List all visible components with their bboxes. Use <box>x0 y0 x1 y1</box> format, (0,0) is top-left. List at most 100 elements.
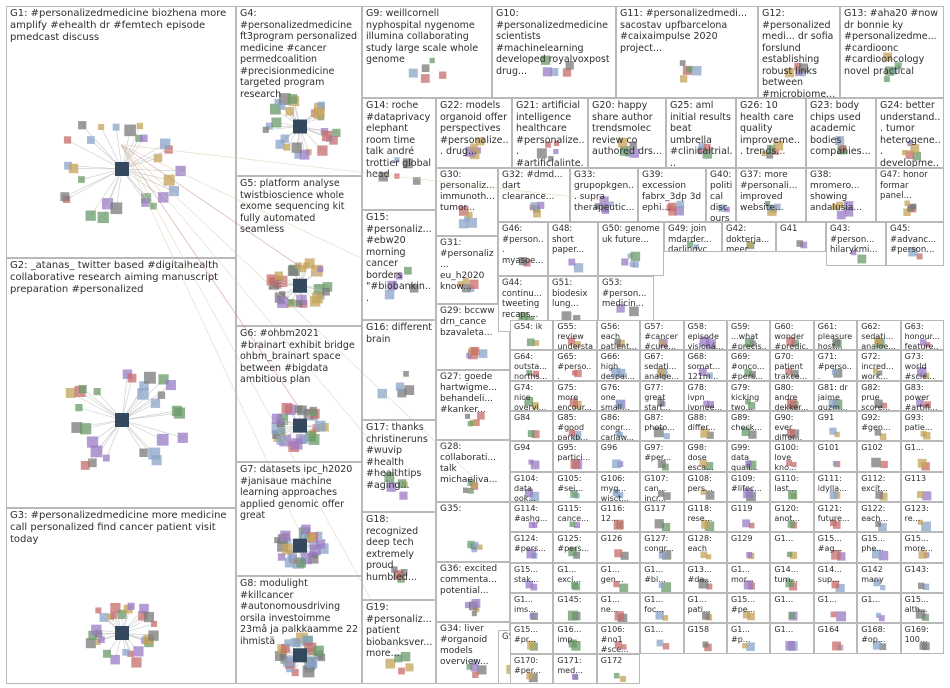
user-node <box>310 409 318 417</box>
group-label: G95: partici... <box>557 443 591 463</box>
group-cell-g168: G168: #op... <box>857 623 901 654</box>
user-node <box>743 579 753 590</box>
node-cluster <box>568 547 581 560</box>
group-label: G143: <box>904 564 929 574</box>
user-node <box>766 151 774 159</box>
group-label: G13: #aha20 #now dr bonnie ky #personali… <box>844 8 938 77</box>
group-label: G75: more encour... <box>557 382 592 411</box>
group-label: G9: weillcornell nyphospital nygenome il… <box>366 8 479 65</box>
user-node <box>141 198 150 207</box>
group-label: G98: dose esca... <box>687 443 714 472</box>
user-node <box>529 613 536 619</box>
group-cell-g5: G5: platform analyse twistbioscience who… <box>236 176 362 326</box>
user-node <box>744 369 752 377</box>
node-edge <box>67 139 123 170</box>
user-node <box>471 611 477 617</box>
user-node <box>97 211 109 224</box>
user-node <box>785 68 795 78</box>
group-label: G17: thanks christineruns #wuvip #health… <box>366 422 428 491</box>
user-node <box>526 549 536 559</box>
user-node <box>836 552 846 561</box>
group-cell-g55: G55: review understa... <box>553 320 597 351</box>
group-label: G1... exci... <box>557 564 582 584</box>
group-cell-g80: G80: andre dekker... <box>770 380 814 411</box>
user-node <box>262 126 269 133</box>
group-cell-g54: G54: ik <box>510 320 554 351</box>
user-node <box>627 253 633 259</box>
node-cluster <box>788 489 798 500</box>
node-edge <box>64 168 123 197</box>
group-label: G122: each... <box>861 504 889 523</box>
user-node <box>530 202 539 210</box>
user-node <box>829 519 837 527</box>
group-cell-g120: G120: anot... <box>770 502 814 533</box>
group-cell-g24: G24: better understand... tumor heteroge… <box>876 98 944 168</box>
user-node <box>662 615 669 621</box>
node-cluster <box>658 338 668 348</box>
user-node <box>531 401 539 409</box>
group-cell-g42: G42: dokterja... meer... <box>722 222 776 252</box>
user-node <box>439 71 447 79</box>
group-cell-g139: G1... mor... <box>727 562 771 593</box>
user-node <box>833 369 843 379</box>
node-cluster <box>743 579 755 590</box>
user-node <box>874 399 883 408</box>
user-node <box>915 609 925 619</box>
node-cluster <box>785 368 800 378</box>
user-node <box>540 55 551 65</box>
user-node <box>528 459 534 465</box>
user-node <box>873 368 879 374</box>
group-cell-g69: G69: #onco... #pers... <box>727 350 771 381</box>
group-cell-g86: G86: congr... carlaw... <box>596 411 641 442</box>
group-cell-g70: G70: patient trakce... <box>770 350 814 381</box>
group-label: G2: _atanas_ twitter based #digitalhealt… <box>10 260 219 295</box>
group-label: G50: genome uk future... <box>602 224 660 245</box>
user-node <box>85 638 96 649</box>
group-label: G1... ims... <box>514 595 536 614</box>
user-node <box>157 391 166 399</box>
user-node <box>472 671 479 679</box>
node-cluster <box>741 427 757 439</box>
node-cluster <box>919 642 930 651</box>
group-label: G168: #op... <box>861 625 886 645</box>
group-cell-g136: G1... gen... <box>596 562 641 593</box>
node-cluster <box>918 550 929 560</box>
group-label: G1... <box>774 534 794 544</box>
user-node <box>93 388 101 396</box>
user-node <box>550 68 559 77</box>
user-node <box>749 371 756 379</box>
user-node <box>619 583 628 592</box>
group-label: G88: differ... <box>687 413 716 432</box>
group-label: G32: #dmd... dart clearance... <box>502 170 563 202</box>
node-cluster <box>615 430 623 437</box>
group-label: G1... gen... <box>600 564 624 584</box>
group-label: G109: #lifec... <box>731 473 762 493</box>
group-label: G47: honor formar panel... <box>880 170 928 201</box>
user-node <box>800 70 806 77</box>
user-node <box>875 490 884 499</box>
group-label: G68: somat... 121m... <box>687 352 721 381</box>
group-cell-g99: G99: data quali... <box>727 441 771 472</box>
user-node <box>110 612 117 619</box>
user-node <box>617 137 628 148</box>
node-cluster <box>785 578 798 591</box>
user-node <box>122 649 130 656</box>
user-node <box>656 640 664 647</box>
node-edge <box>73 168 123 170</box>
node-cluster <box>702 641 712 652</box>
user-node <box>98 123 105 130</box>
node-cluster <box>687 241 700 250</box>
group-label: G172 <box>600 655 623 665</box>
group-cell-g90: G90: ever differ... <box>770 411 814 442</box>
node-cluster <box>851 249 867 264</box>
user-node <box>912 151 922 161</box>
user-node <box>718 204 726 212</box>
node-edge <box>121 168 170 181</box>
group-cell-g83: G83: power #artifi... <box>900 380 944 411</box>
group-cell-g53: G53: #person... medicin... <box>598 276 654 322</box>
user-node <box>574 341 582 348</box>
user-node <box>786 337 796 346</box>
node-cluster <box>613 580 628 592</box>
user-node <box>524 488 534 497</box>
user-node <box>317 653 326 662</box>
